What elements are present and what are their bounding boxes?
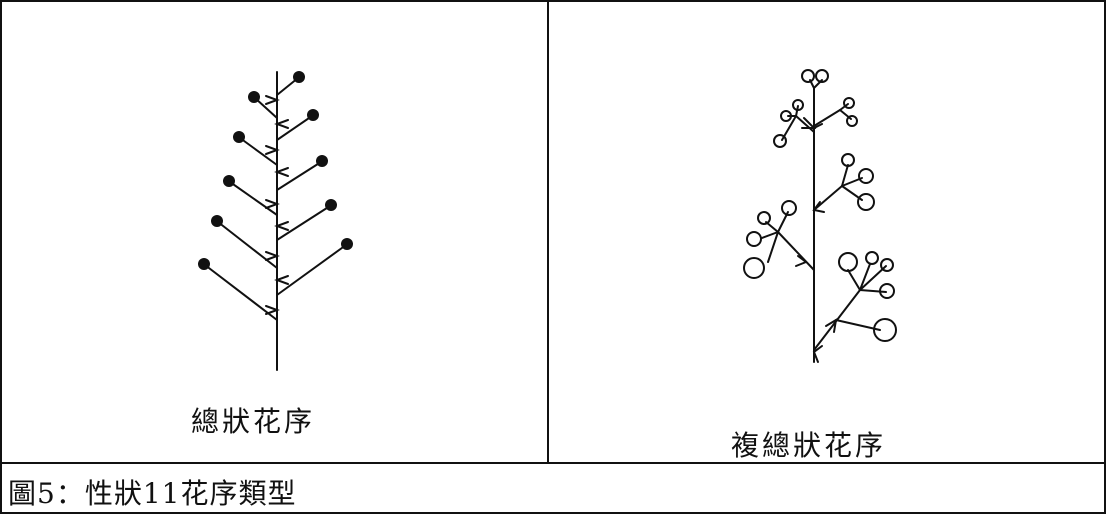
panel-label-compound-raceme: 複總狀花序 (731, 429, 887, 462)
panel-label-raceme: 總狀花序 (191, 405, 316, 438)
figure-caption: 圖5：性狀11花序類型 (8, 477, 297, 510)
